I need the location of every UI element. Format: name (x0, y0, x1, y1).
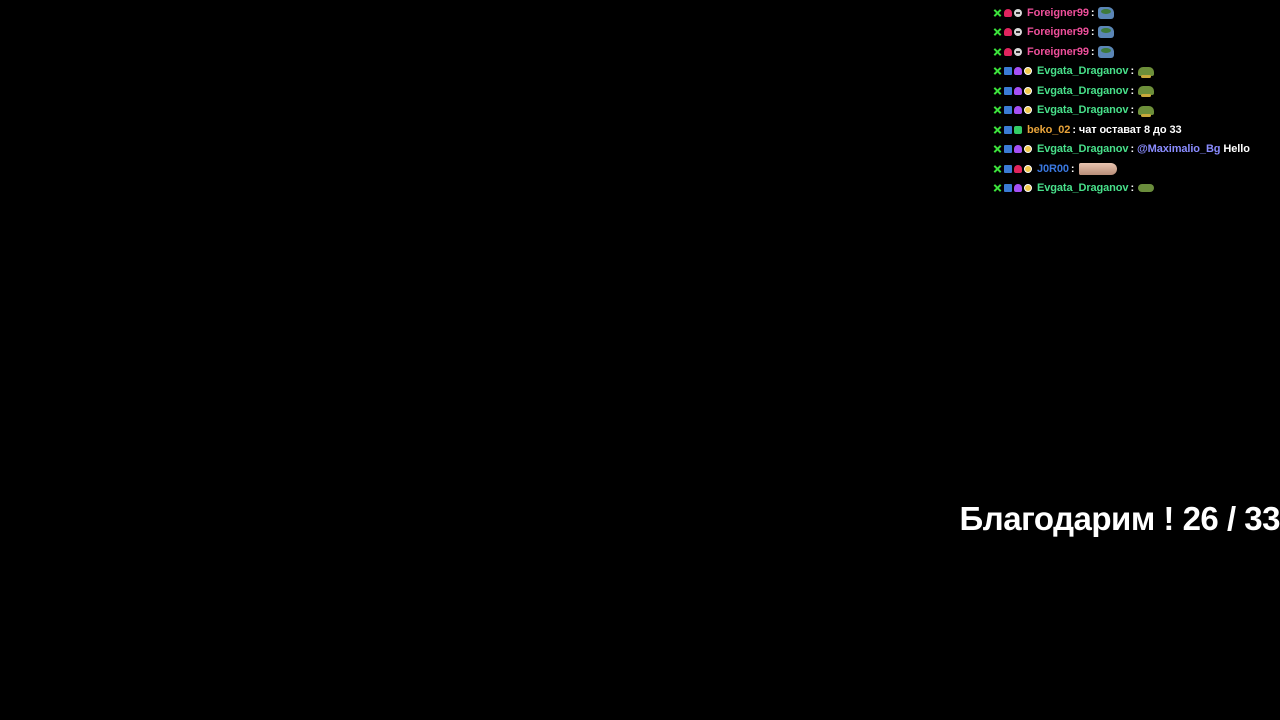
frog-emote (1098, 45, 1115, 58)
badge-group (993, 106, 1034, 115)
chat-username[interactable]: Evgata_Draganov (1037, 182, 1129, 195)
chat-message: J0R00: (993, 159, 1280, 179)
gem-green-icon[interactable] (1014, 125, 1022, 134)
sword-icon[interactable] (993, 9, 1002, 17)
gem-purple-icon[interactable] (1014, 184, 1022, 193)
prime-icon[interactable] (1004, 164, 1012, 173)
chat-separator: : (1070, 162, 1075, 175)
chat-username[interactable]: beko_02 (1027, 123, 1071, 136)
prime-icon[interactable] (1004, 67, 1012, 76)
chat-separator: : (1072, 123, 1076, 136)
skull-icon[interactable] (1014, 47, 1022, 56)
sword-icon[interactable] (993, 67, 1002, 75)
gem-icon[interactable] (1004, 8, 1012, 17)
chat-message: Evgata_Draganov: (993, 179, 1280, 199)
badge-group (993, 184, 1034, 193)
face-icon[interactable] (1024, 145, 1032, 154)
face-icon[interactable] (1024, 164, 1032, 173)
car-emote (1138, 66, 1155, 78)
chat-separator: : (1130, 84, 1135, 97)
gem-icon[interactable] (1014, 164, 1022, 173)
prime-icon[interactable] (1004, 86, 1012, 95)
car-emote (1138, 105, 1155, 117)
prime-icon[interactable] (1004, 106, 1012, 115)
chat-message: Evgata_Draganov: (993, 62, 1280, 82)
face-icon[interactable] (1024, 86, 1032, 95)
sword-icon[interactable] (993, 48, 1002, 56)
chat-username[interactable]: J0R00 (1037, 162, 1069, 175)
car-emote (1138, 86, 1155, 98)
badge-group (993, 125, 1024, 134)
chat-message: beko_02:чат остават 8 до 33 (993, 120, 1280, 140)
sword-icon[interactable] (993, 106, 1002, 114)
chat-separator: : (1130, 104, 1135, 117)
chat-message: Evgata_Draganov: (993, 101, 1280, 121)
skull-icon[interactable] (1014, 8, 1022, 17)
chat-message: Foreigner99: (993, 42, 1280, 62)
prime-icon[interactable] (1004, 125, 1012, 134)
face-icon[interactable] (1024, 184, 1032, 193)
gem-purple-icon[interactable] (1014, 106, 1022, 115)
skull-icon[interactable] (1014, 28, 1022, 37)
sword-icon[interactable] (993, 126, 1002, 134)
badge-group (993, 28, 1024, 37)
chat-username[interactable]: Foreigner99 (1027, 6, 1089, 19)
chat-message: Foreigner99: (993, 23, 1280, 43)
car2-emote (1138, 184, 1155, 193)
gem-icon[interactable] (1004, 28, 1012, 37)
gem-icon[interactable] (1004, 47, 1012, 56)
chat-username[interactable]: Foreigner99 (1027, 45, 1089, 58)
chat-mention[interactable]: @Maximalio_Bg (1137, 143, 1221, 156)
chat-separator: : (1130, 182, 1135, 195)
badge-group (993, 86, 1034, 95)
gem-purple-icon[interactable] (1014, 67, 1022, 76)
frog-emote (1098, 6, 1115, 19)
chat-separator: : (1090, 45, 1095, 58)
sword-icon[interactable] (993, 165, 1002, 173)
sword-icon[interactable] (993, 28, 1002, 36)
chat-separator: : (1130, 65, 1135, 78)
chat-message: Evgata_Draganov: (993, 81, 1280, 101)
chat-username[interactable]: Evgata_Draganov (1037, 84, 1129, 97)
badge-group (993, 47, 1024, 56)
finger-emote (1078, 162, 1117, 175)
sword-icon[interactable] (993, 184, 1002, 192)
chat-username[interactable]: Evgata_Draganov (1037, 104, 1129, 117)
gem-purple-icon[interactable] (1014, 86, 1022, 95)
sword-icon[interactable] (993, 87, 1002, 95)
badge-group (993, 8, 1024, 17)
chat-overlay: Foreigner99:Foreigner99:Foreigner99:Evga… (993, 3, 1280, 198)
chat-separator: : (1090, 6, 1095, 19)
badge-group (993, 164, 1034, 173)
chat-text: Hello (1223, 143, 1250, 156)
chat-username[interactable]: Foreigner99 (1027, 26, 1089, 39)
chat-text: чат остават 8 до 33 (1078, 123, 1182, 136)
prime-icon[interactable] (1004, 184, 1012, 193)
frog-emote (1098, 26, 1115, 39)
badge-group (993, 67, 1034, 76)
gem-purple-icon[interactable] (1014, 145, 1022, 154)
sword-icon[interactable] (993, 145, 1002, 153)
chat-username[interactable]: Evgata_Draganov (1037, 65, 1129, 78)
face-icon[interactable] (1024, 67, 1032, 76)
subscriber-goal-counter: Благодарим ! 26 / 33 (959, 500, 1280, 537)
chat-username[interactable]: Evgata_Draganov (1037, 143, 1129, 156)
badge-group (993, 145, 1034, 154)
chat-separator: : (1090, 26, 1095, 39)
prime-icon[interactable] (1004, 145, 1012, 154)
face-icon[interactable] (1024, 106, 1032, 115)
chat-separator: : (1130, 143, 1135, 156)
chat-message: Foreigner99: (993, 3, 1280, 23)
